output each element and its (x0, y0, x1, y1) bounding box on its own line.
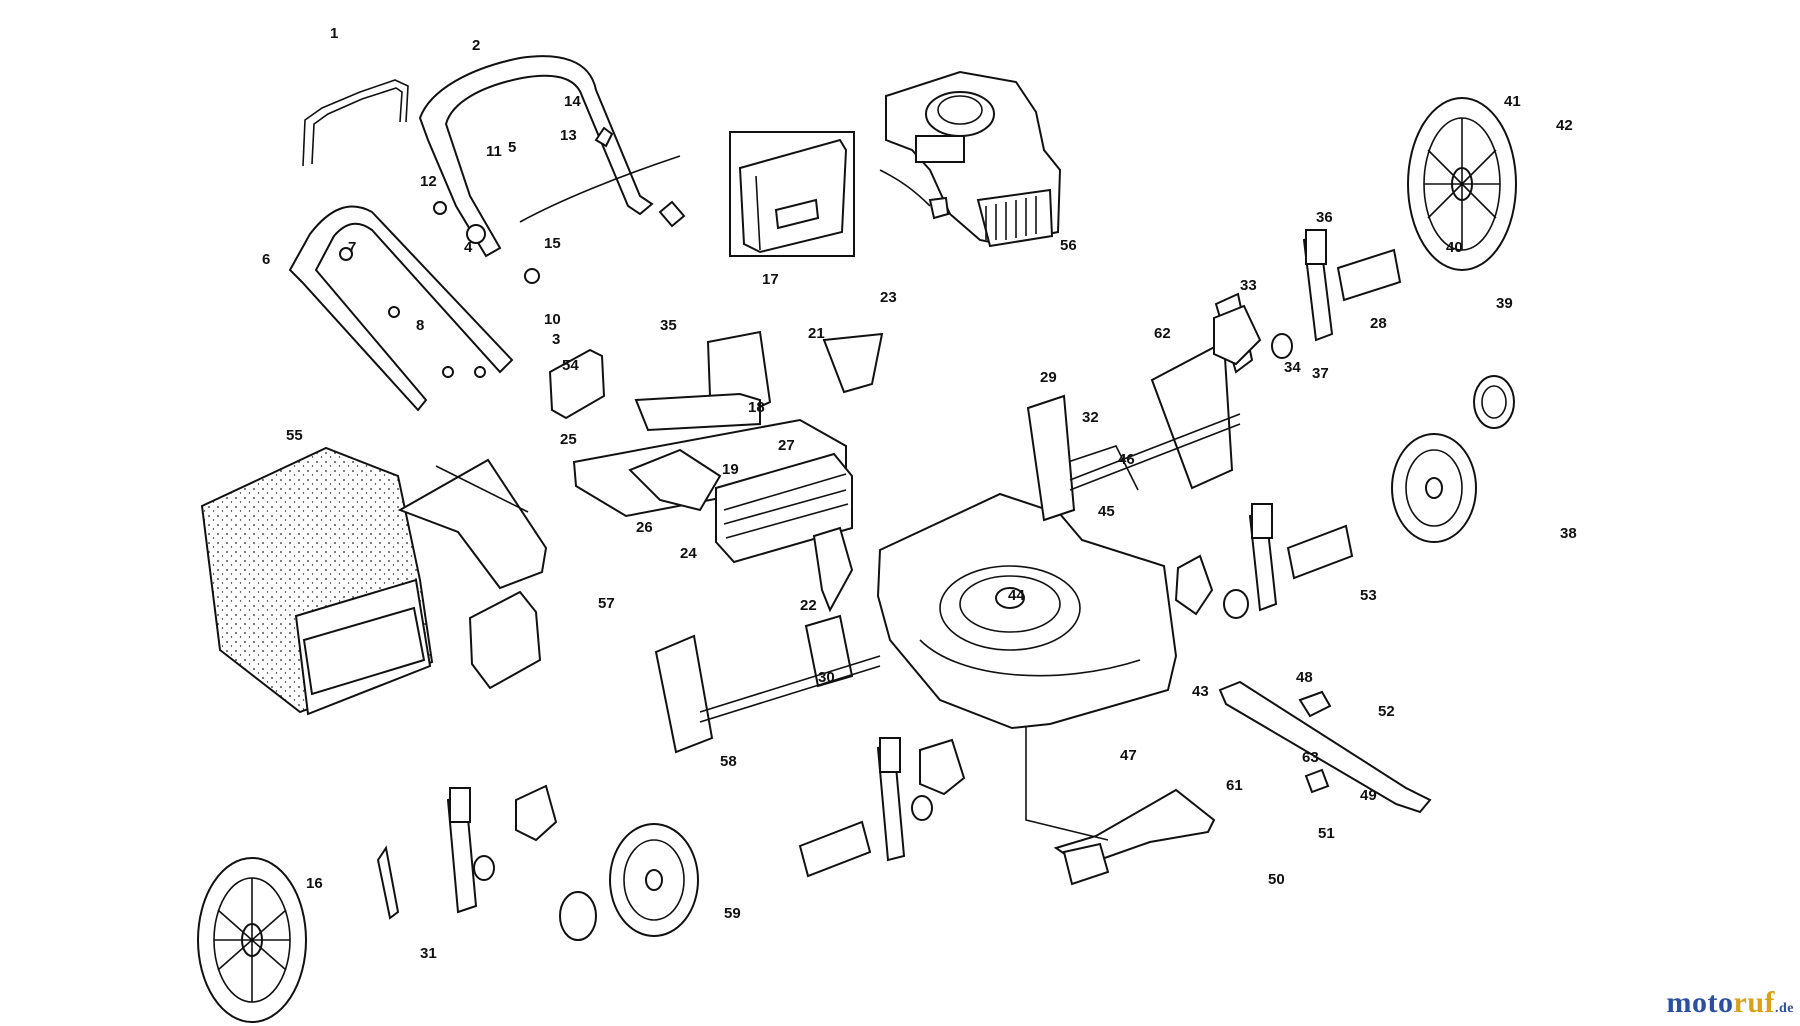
callout-36: 36 (1316, 209, 1333, 226)
callout-29: 29 (1040, 369, 1057, 386)
callout-61: 61 (1226, 777, 1243, 794)
rear-wheel-right (1407, 97, 1517, 271)
callout-57: 57 (598, 595, 615, 612)
handle-knobs (339, 126, 686, 378)
callout-24: 24 (680, 545, 697, 562)
callout-59: 59 (724, 905, 741, 922)
upper-handle (418, 55, 654, 258)
callout-26: 26 (636, 519, 653, 536)
front-wheel-left (609, 823, 699, 937)
watermark-logo: motoruf.de (1666, 986, 1794, 1019)
callout-47: 47 (1120, 747, 1137, 764)
callout-23: 23 (880, 289, 897, 306)
lower-handle (288, 205, 514, 412)
height-adjuster-front-left (798, 737, 906, 878)
height-adjuster-front-right (1248, 503, 1354, 612)
callout-6: 6 (262, 251, 270, 268)
upper-handle-bail (302, 79, 409, 167)
callout-25: 25 (560, 431, 577, 448)
callout-42: 42 (1556, 117, 1573, 134)
grass-catcher-bag (200, 446, 434, 716)
catcher-leader (435, 465, 529, 513)
callout-39: 39 (1496, 295, 1513, 312)
throttle-cable (519, 155, 681, 223)
callout-30: 30 (818, 669, 835, 686)
control-box (729, 131, 855, 257)
callout-53: 53 (1360, 587, 1377, 604)
bushings (473, 333, 1293, 881)
chute-deflector (548, 348, 606, 420)
callout-32: 32 (1082, 409, 1099, 426)
callout-35: 35 (660, 317, 677, 334)
callout-50: 50 (1268, 871, 1285, 888)
hub-caps (559, 375, 1515, 941)
callout-22: 22 (800, 597, 817, 614)
callout-52: 52 (1378, 703, 1395, 720)
callout-1: 1 (330, 25, 338, 42)
callout-16: 16 (306, 875, 323, 892)
callout-5: 5 (508, 139, 516, 156)
callout-19: 19 (722, 461, 739, 478)
rear-wheel-left (197, 857, 307, 1023)
blade (1218, 680, 1432, 814)
callout-51: 51 (1318, 825, 1335, 842)
callout-41: 41 (1504, 93, 1521, 110)
callout-45: 45 (1098, 503, 1115, 520)
callout-46: 46 (1118, 451, 1135, 468)
callout-62: 62 (1154, 325, 1171, 342)
callout-28: 28 (1370, 315, 1387, 332)
front-wheel-right (1391, 433, 1477, 543)
callout-27: 27 (778, 437, 795, 454)
callout-40: 40 (1446, 239, 1463, 256)
catcher-frame (397, 458, 548, 690)
callout-18: 18 (748, 399, 765, 416)
callout-44: 44 (1008, 587, 1025, 604)
callout-21: 21 (808, 325, 825, 342)
callout-49: 49 (1360, 787, 1377, 804)
callout-2: 2 (472, 37, 480, 54)
callout-58: 58 (720, 753, 737, 770)
callout-8: 8 (416, 317, 424, 334)
callout-13: 13 (560, 127, 577, 144)
callout-43: 43 (1192, 683, 1209, 700)
height-adjuster-rear-right (1302, 229, 1402, 342)
callout-15: 15 (544, 235, 561, 252)
mower-deck (876, 445, 1178, 730)
callout-12: 12 (420, 173, 437, 190)
callout-56: 56 (1060, 237, 1077, 254)
wheel-plates (515, 304, 1262, 842)
callout-38: 38 (1560, 525, 1577, 542)
side-deflector (1025, 726, 1216, 886)
callout-10: 10 (544, 311, 561, 328)
callout-37: 37 (1312, 365, 1329, 382)
callout-3: 3 (552, 331, 560, 348)
callout-33: 33 (1240, 277, 1257, 294)
callout-11: 11 (486, 143, 502, 160)
engine (879, 70, 1062, 248)
callout-4: 4 (464, 239, 473, 256)
callout-54: 54 (562, 357, 579, 374)
callout-7: 7 (348, 239, 356, 256)
callout-14: 14 (564, 93, 581, 110)
callout-31: 31 (420, 945, 437, 962)
rear-skirt-assembly (572, 330, 884, 564)
callout-55: 55 (286, 427, 303, 444)
front-axle-assembly (654, 526, 881, 754)
callout-34: 34 (1284, 359, 1301, 376)
callout-48: 48 (1296, 669, 1313, 686)
callout-17: 17 (762, 271, 779, 288)
callout-63: 63 (1302, 749, 1319, 766)
height-adjuster-rear-left (376, 787, 478, 920)
